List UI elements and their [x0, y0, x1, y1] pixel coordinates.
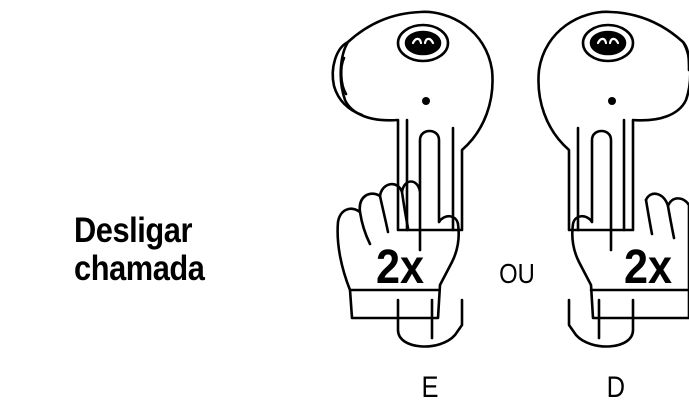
- or-separator: OU: [499, 257, 535, 289]
- right-earbud: [538, 12, 689, 347]
- left-earbud: [333, 12, 493, 347]
- left-tap-count: 2x: [376, 240, 425, 294]
- right-tap-count: 2x: [624, 240, 673, 294]
- right-side-label: D: [607, 371, 625, 405]
- left-side-label: E: [422, 371, 439, 405]
